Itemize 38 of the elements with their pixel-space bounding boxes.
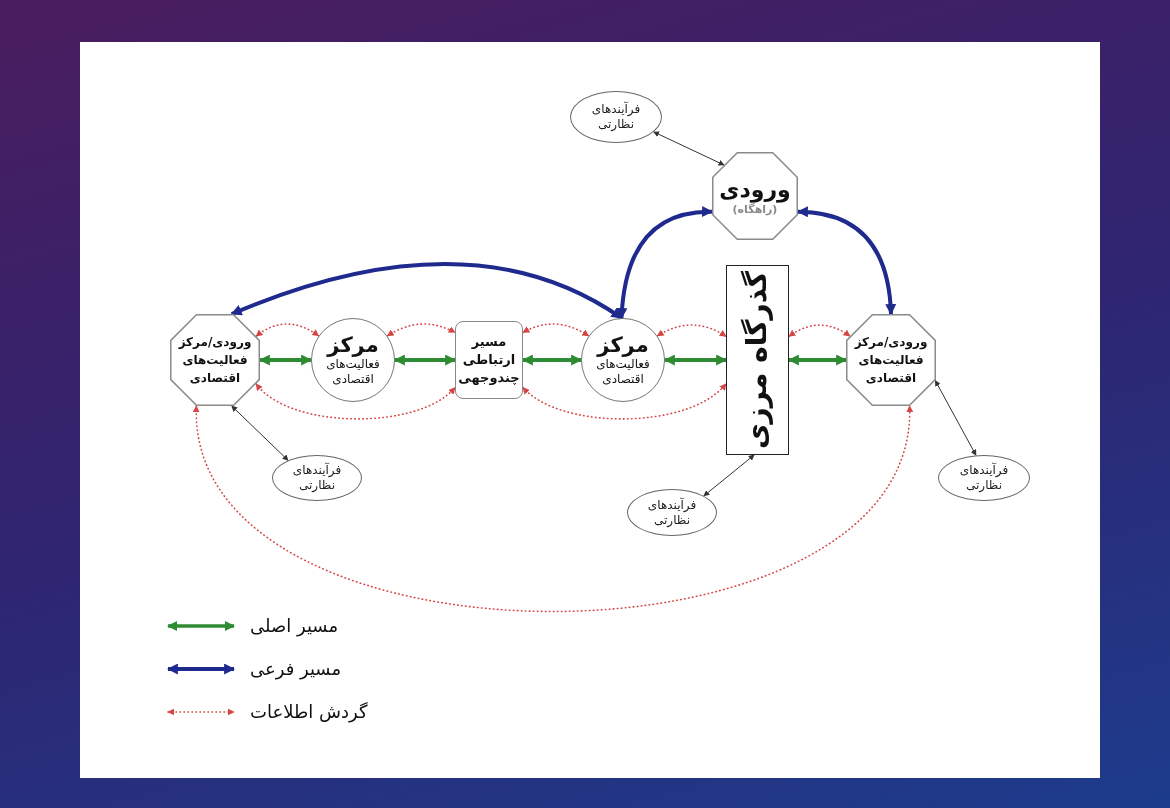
- dotted-double-arrow: [194, 405, 912, 613]
- thick-double-arrow: [230, 262, 623, 320]
- octagon-node: [170, 314, 260, 406]
- octagon-node: [712, 152, 798, 240]
- double-arrow: [653, 131, 725, 166]
- legend-label: مسیر فرعی: [250, 657, 342, 681]
- node-label: مسیر ارتباطی چندوجهی: [457, 333, 521, 387]
- dotted-double-arrow: [788, 324, 851, 338]
- legend-label: مسیر اصلی: [250, 614, 339, 638]
- node-label: ورودی/مرکز فعالیت‌های اقتصادی: [177, 334, 253, 387]
- double-arrow: [231, 405, 289, 461]
- dotted-double-arrow: [522, 323, 590, 337]
- dotted-double-arrow: [255, 383, 456, 420]
- process-box: [455, 321, 523, 399]
- node-label: ورودی/مرکز فعالیت‌های اقتصادی: [853, 334, 929, 387]
- node-label: فعالیت‌های اقتصادی: [595, 357, 651, 387]
- vertical-label: گذرگاه مرزی: [741, 270, 774, 450]
- node-label: ورودی: [719, 175, 791, 203]
- dotted-double-arrow: [656, 324, 727, 338]
- node-label: مرکز: [327, 333, 379, 357]
- tall-box: [726, 265, 789, 455]
- thick-double-arrow: [521, 354, 583, 366]
- dotted-double-arrow: [386, 323, 456, 337]
- dotted-double-arrow: [522, 382, 727, 420]
- thick-double-arrow: [663, 354, 728, 366]
- node-label: فرآیندهای نظارتی: [291, 463, 343, 493]
- dotted-double-arrow: [255, 323, 320, 337]
- double-arrow: [703, 454, 755, 497]
- node-label: فرآیندهای نظارتی: [646, 497, 698, 528]
- node-label: فرآیندهای نظارتی: [958, 463, 1010, 493]
- double-arrow: [934, 380, 977, 456]
- node-label: فعالیت‌های اقتصادی: [325, 357, 381, 387]
- node-label: (راهگاه): [732, 202, 778, 217]
- octagon-node: [846, 314, 936, 406]
- node-label: مرکز: [597, 333, 649, 357]
- legend-label: گردش اطلاعات: [250, 700, 368, 724]
- node-label: فرآیندهای نظارتی: [590, 102, 642, 132]
- thick-double-arrow: [393, 354, 457, 366]
